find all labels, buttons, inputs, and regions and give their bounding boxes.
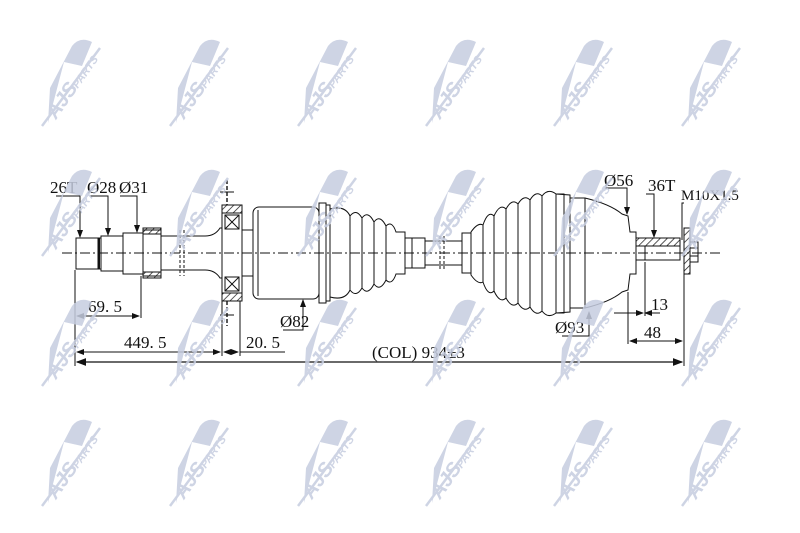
label-36t: 36T: [648, 176, 676, 195]
dim-20-5: 20. 5: [246, 333, 280, 352]
dim-13: 13: [651, 295, 668, 314]
washer: [683, 227, 691, 275]
dim-total-length: (COL) 934±3: [372, 343, 465, 362]
label-diameter-93: Ø93: [555, 318, 584, 337]
dim-69-5: 69. 5: [88, 297, 122, 316]
label-26t: 26T: [50, 178, 78, 197]
diameter-31-section: [122, 232, 144, 275]
label-diameter-56: Ø56: [604, 171, 633, 190]
axle-nut: [689, 241, 699, 263]
outer-cv-boot: [470, 190, 571, 317]
diameter-28-section: [100, 235, 124, 272]
label-diameter-82: Ø82: [280, 312, 309, 331]
label-thread: M10X1.5: [681, 188, 739, 204]
label-diameter-28: Ø28: [87, 178, 116, 197]
outer-boot-clamp: [555, 193, 565, 314]
dim-449-5: 449. 5: [124, 333, 167, 352]
inner-spline-section: [75, 237, 99, 270]
inner-cv-boot: [329, 207, 406, 299]
outer-spline-36t: [635, 237, 681, 247]
label-diameter-31: Ø31: [119, 178, 148, 197]
dim-48: 48: [644, 323, 661, 342]
